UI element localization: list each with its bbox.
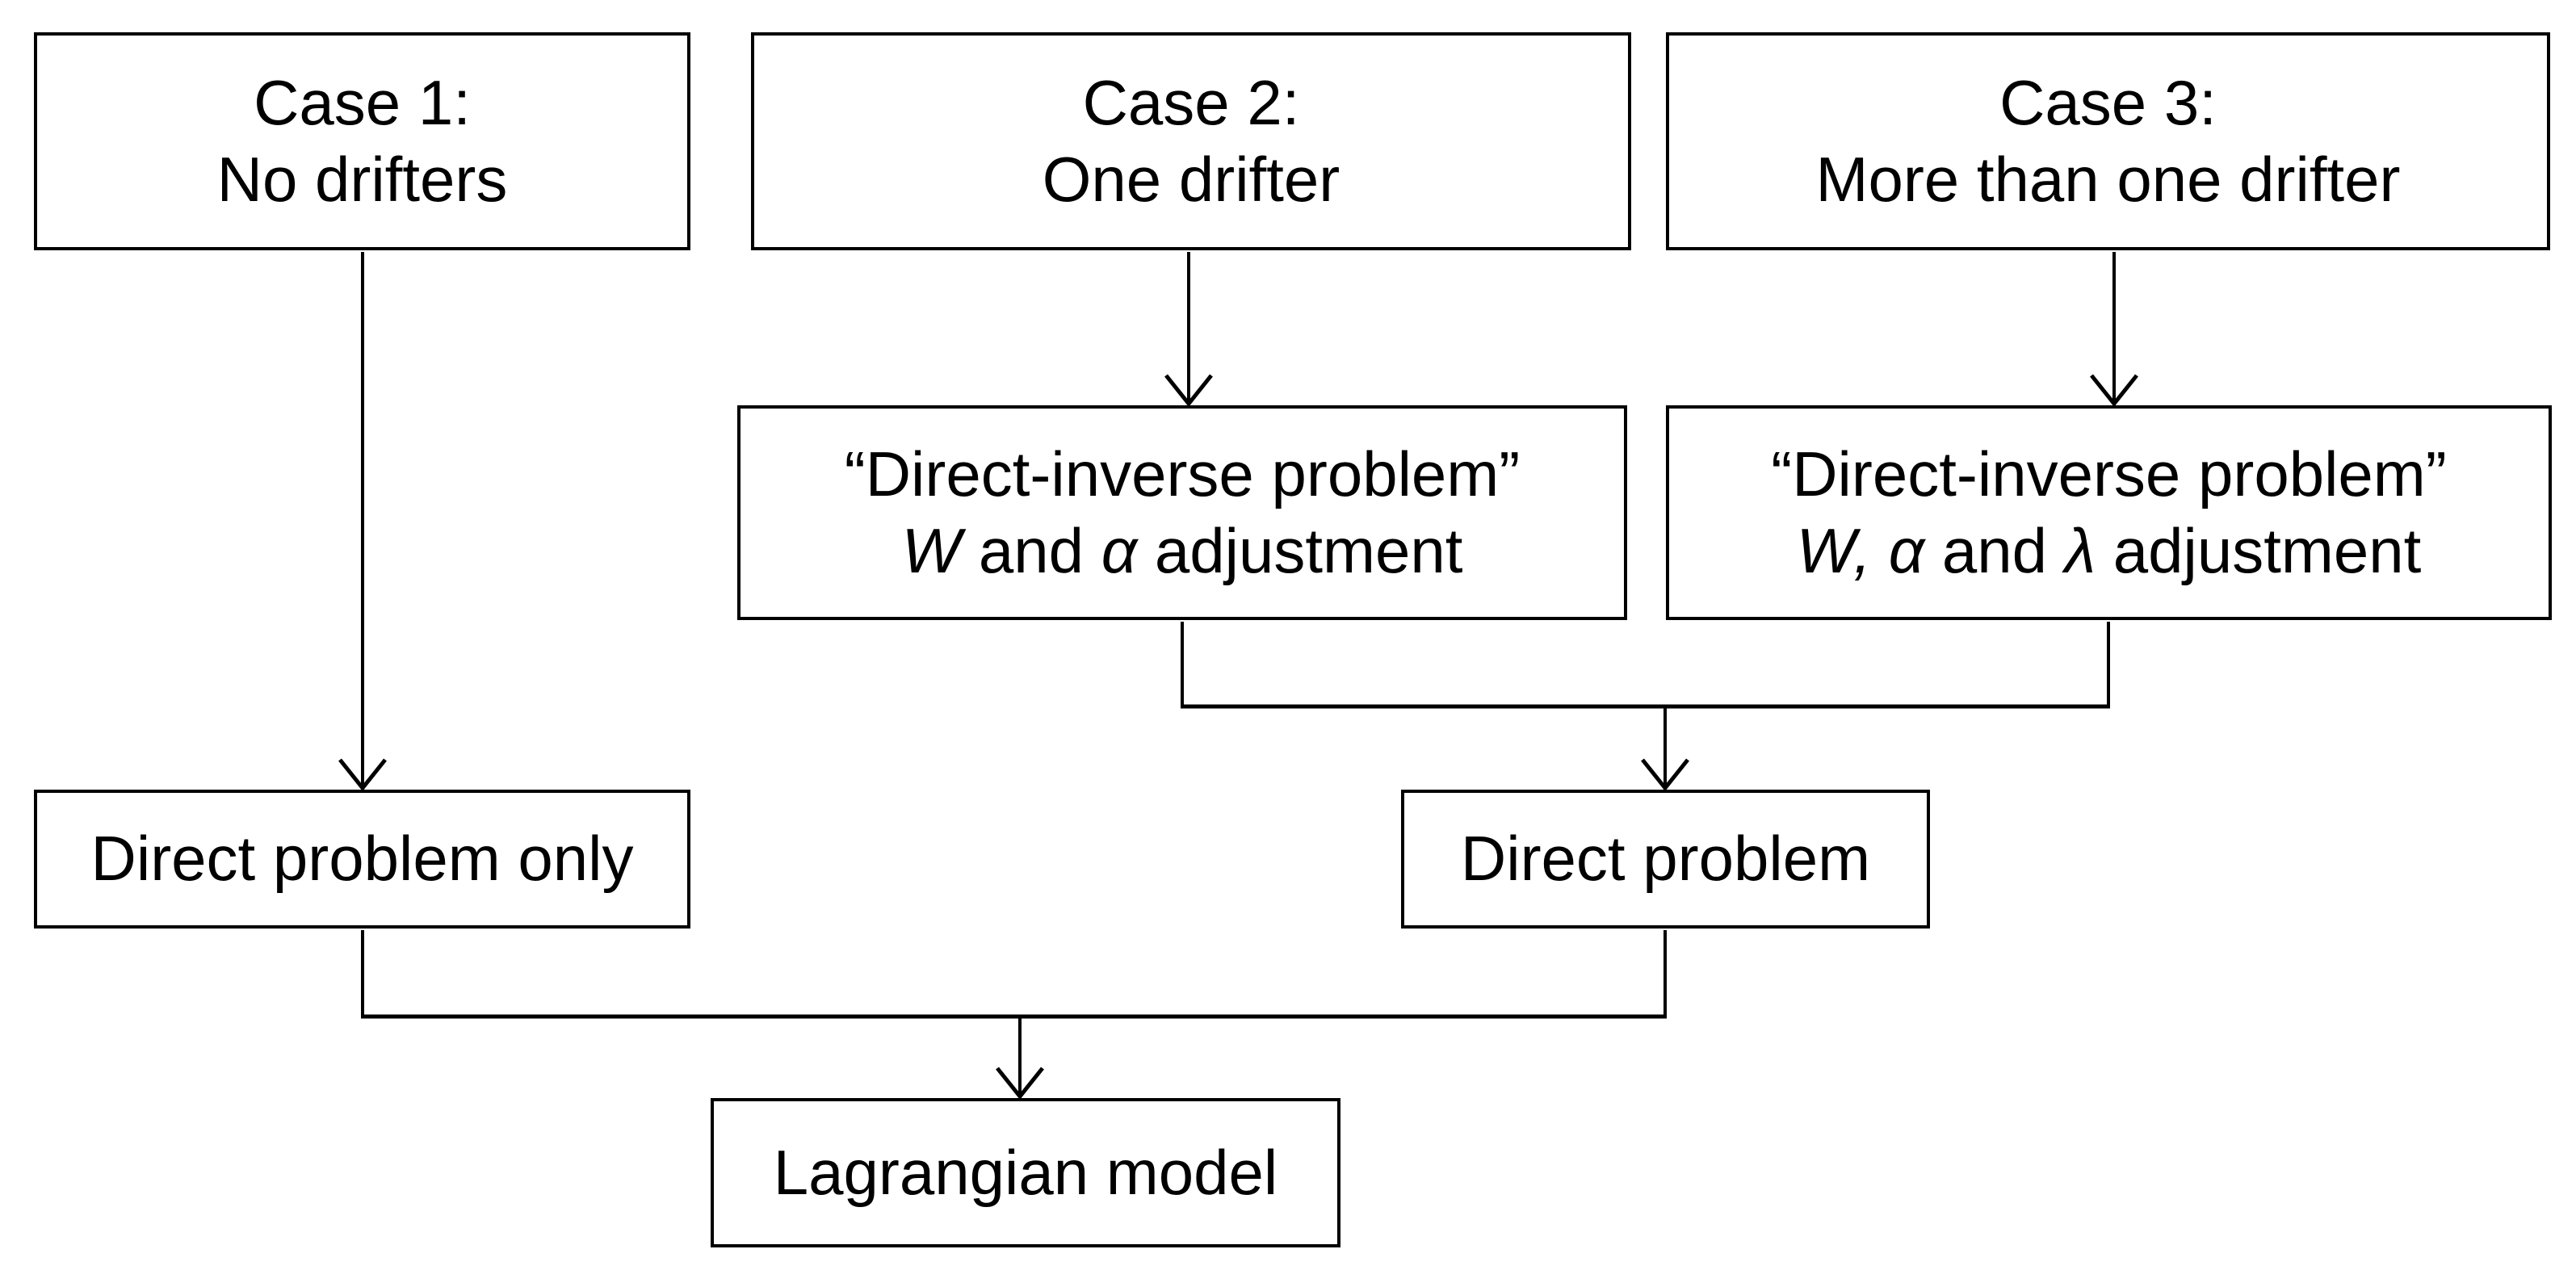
math-symbol-alpha: α xyxy=(1888,515,1925,586)
text-adjustment: adjustment xyxy=(2096,515,2422,586)
edge-merge-to-direct-problem-arrowhead-icon xyxy=(1641,758,1689,792)
node-lagrangian-model-label: Lagrangian model xyxy=(773,1136,1278,1208)
node-direct-inverse-case3-line2: W, α and λ adjustment xyxy=(1797,513,2422,589)
math-symbol-w: W, xyxy=(1796,515,1872,586)
node-direct-problem-label: Direct problem xyxy=(1460,823,1871,895)
node-direct-inverse-case2-line1: “Direct-inverse problem” xyxy=(844,438,1521,509)
node-direct-inverse-case3: “Direct-inverse problem” W, α and λ adju… xyxy=(1666,405,2552,620)
node-direct-problem: Direct problem xyxy=(1401,790,1930,929)
math-symbol-w: W xyxy=(901,515,962,586)
node-case3-line1: Case 3: xyxy=(1999,66,2217,138)
node-case2-line2: One drifter xyxy=(1042,144,1340,215)
math-symbol-alpha: α xyxy=(1101,515,1138,586)
math-symbol-lambda: λ xyxy=(2064,515,2096,586)
node-direct-inverse-case2: “Direct-inverse problem” W and α adjustm… xyxy=(737,405,1627,620)
node-case1-line1: Case 1: xyxy=(254,66,471,138)
text-and: and xyxy=(961,515,1101,586)
node-direct-problem-only-label: Direct problem only xyxy=(90,823,634,895)
edge-merge-to-lagrangian-arrowhead-icon xyxy=(996,1067,1044,1100)
text-and: and xyxy=(1924,515,2065,586)
text-adjustment: adjustment xyxy=(1137,515,1463,586)
edge-case3-to-di3-arrowhead-icon xyxy=(2090,374,2138,408)
node-direct-inverse-case3-line1: “Direct-inverse problem” xyxy=(1771,438,2447,509)
node-case2-line1: Case 2: xyxy=(1082,66,1300,138)
node-case1: Case 1: No drifters xyxy=(34,32,690,250)
node-lagrangian-model: Lagrangian model xyxy=(711,1098,1340,1247)
node-direct-inverse-case2-line2: W and α adjustment xyxy=(902,513,1463,589)
node-case3-line2: More than one drifter xyxy=(1815,144,2401,215)
text-space xyxy=(1871,515,1889,586)
edge-case2-to-di2-arrowhead-icon xyxy=(1164,374,1213,408)
node-case1-line2: No drifters xyxy=(216,144,508,215)
node-direct-problem-only: Direct problem only xyxy=(34,790,690,929)
node-case3: Case 3: More than one drifter xyxy=(1666,32,2550,250)
node-case2: Case 2: One drifter xyxy=(751,32,1631,250)
edge-case1-to-direct-only-arrowhead-icon xyxy=(338,758,387,792)
